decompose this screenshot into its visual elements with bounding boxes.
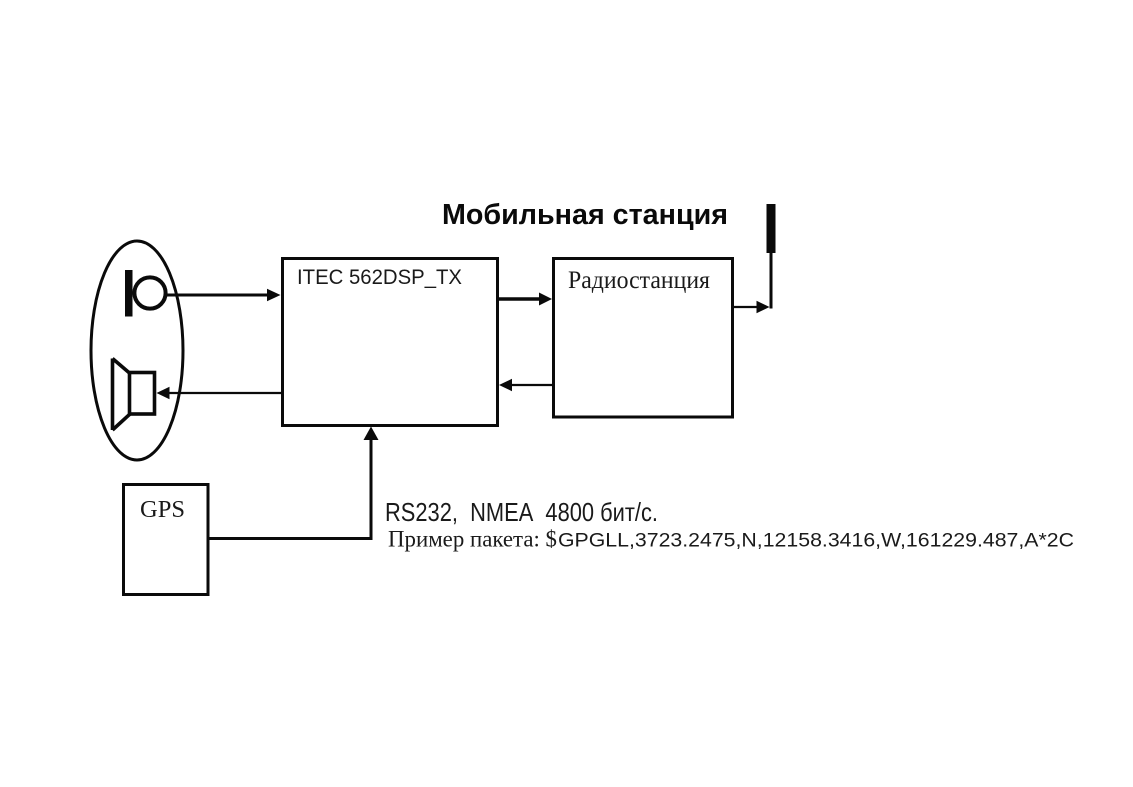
svg-text:RS232, NMEA 4800 бит/с.: RS232, NMEA 4800 бит/с. [385, 497, 658, 527]
svg-text:GPGLL,3723.2475,N,12158.3416,W: GPGLL,3723.2475,N,12158.3416,W,161229.48… [558, 530, 1074, 552]
svg-text:ITEC 562DSP_TX: ITEC 562DSP_TX [297, 266, 462, 289]
svg-text:Радиостанция: Радиостанция [568, 267, 710, 294]
svg-text:Пример пакета: $: Пример пакета: $ [388, 527, 557, 552]
svg-text:Мобильная станция: Мобильная станция [442, 199, 728, 231]
svg-text:GPS: GPS [140, 497, 185, 523]
